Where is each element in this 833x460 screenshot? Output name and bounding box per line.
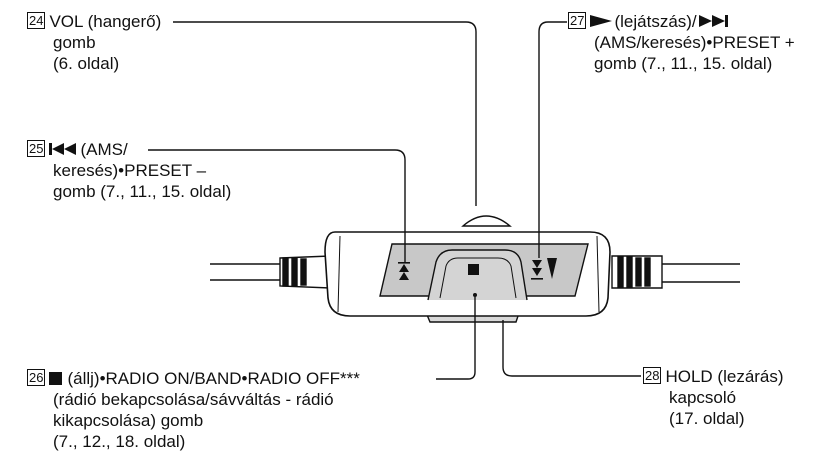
callout-text-line: kikapcsolása) gomb bbox=[53, 411, 204, 430]
callout-text-line: (rádió bekapcsolása/sávváltás - rádió bbox=[53, 390, 334, 409]
volume-knob bbox=[461, 215, 512, 227]
callout-text-line: gomb bbox=[53, 33, 96, 52]
stop-icon bbox=[49, 372, 63, 385]
callout-text-line: HOLD (lezárás) bbox=[665, 367, 784, 386]
callout-text-line: (AMS/keresés)•PRESET + bbox=[594, 33, 795, 52]
prev-arrows-mark bbox=[398, 262, 410, 280]
callout-text-line: kapcsoló bbox=[669, 388, 737, 407]
callout-prev-preset-button: 25 (AMS/ keresés)•PRESET – gomb (7., 11.,… bbox=[27, 139, 231, 202]
callout-number: 26 bbox=[27, 369, 46, 386]
callout-text-line: (AMS/ bbox=[80, 140, 128, 159]
cable-left bbox=[210, 263, 280, 281]
callout-number: 25 bbox=[27, 140, 46, 157]
callout-number: 27 bbox=[568, 12, 587, 29]
callout-play-next-preset-button: 27 (lejátszás)/ (AMS/keresés)•PRESET + go… bbox=[568, 11, 795, 74]
callout-text-line: gomb (7., 11., 15. oldal) bbox=[594, 54, 773, 73]
callout-text-line: (6. oldal) bbox=[53, 54, 120, 73]
callout-text-line: (lejátszás)/ bbox=[614, 12, 697, 31]
callout-number: 28 bbox=[643, 367, 662, 384]
cable-right bbox=[660, 263, 740, 283]
left-plug bbox=[279, 255, 331, 289]
callout-text-line: gomb (7., 11., 15. oldal) bbox=[53, 182, 232, 201]
callout-text-line: (7., 12., 18. oldal) bbox=[53, 432, 186, 451]
callout-text-line: VOL (hangerő) bbox=[49, 12, 162, 31]
callout-number: 24 bbox=[27, 12, 46, 29]
next-arrows-mark bbox=[531, 258, 557, 280]
stop-square-mark bbox=[468, 264, 479, 275]
callout-text-line: keresés)•PRESET – bbox=[53, 161, 207, 180]
callout-text-line: (17. oldal) bbox=[669, 409, 745, 428]
right-plug bbox=[611, 255, 663, 289]
play-icon bbox=[590, 15, 613, 27]
next-track-icon bbox=[698, 15, 728, 27]
callout-stop-radio-button: 26 (állj)•RADIO ON/BAND•RADIO OFF*** (rád… bbox=[27, 368, 360, 452]
prev-track-icon bbox=[49, 143, 77, 155]
callout-text-line: (állj)•RADIO ON/BAND•RADIO OFF*** bbox=[67, 369, 360, 388]
